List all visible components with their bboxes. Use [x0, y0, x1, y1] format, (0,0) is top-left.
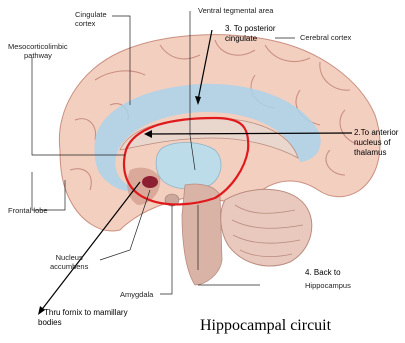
label-cingulate-cortex-line-2: cortex: [75, 19, 107, 28]
label-cerebral-cortex: Cerebral cortex: [300, 33, 351, 42]
annotation-step-1: Thru fornix to mamillary bodies: [44, 308, 128, 328]
annotation-step-3-line-1: 3. To posterior: [225, 24, 276, 34]
annotation-step-4-line-1: 4. Back to: [305, 268, 341, 278]
label-mesocorticolimbic-line-1: Mesocorticolimbic: [8, 42, 68, 51]
label-ventral-tegmental-area: Ventral tegmental area: [198, 6, 273, 15]
label-nucleus-accumbens-line-2: accumbens: [50, 262, 88, 271]
brainstem: [182, 184, 222, 285]
label-mesocorticolimbic-pathway: Mesocorticolimbic pathway: [8, 42, 68, 60]
label-amygdala: Amygdala: [120, 290, 153, 299]
annotation-step-2-line-3: thalamus: [354, 148, 398, 158]
caption: Hippocampal circuit: [200, 317, 331, 335]
label-nucleus-accumbens: Nucleus accumbens: [50, 253, 88, 271]
label-nucleus-accumbens-line-1: Nucleus: [50, 253, 88, 262]
label-cingulate-cortex-line-1: Cingulate: [75, 10, 107, 19]
label-mesocorticolimbic-line-2: pathway: [8, 51, 68, 60]
annotation-step-1-line-2: bodies: [38, 318, 128, 328]
annotation-step-1-line-1: Thru fornix to mamillary: [44, 308, 128, 318]
label-hippocampus: Hippocampus: [305, 281, 351, 290]
annotation-step-2-line-1: 2.To anterior: [354, 128, 398, 138]
annotation-step-2: 2.To anterior nucleus of thalamus: [354, 128, 398, 158]
label-frontal-lobe: Frontal lobe: [8, 206, 48, 215]
cerebellum: [221, 189, 312, 266]
annotation-step-3-line-2: cingulate: [225, 34, 276, 44]
label-cingulate-cortex: Cingulate cortex: [75, 10, 107, 28]
annotation-step-3: 3. To posterior cingulate: [225, 24, 276, 44]
annotation-step-4: 4. Back to: [305, 268, 341, 278]
thalamus: [156, 143, 221, 190]
annotation-step-2-line-2: nucleus of: [354, 138, 398, 148]
nucleus-accumbens-shape: [142, 176, 158, 188]
